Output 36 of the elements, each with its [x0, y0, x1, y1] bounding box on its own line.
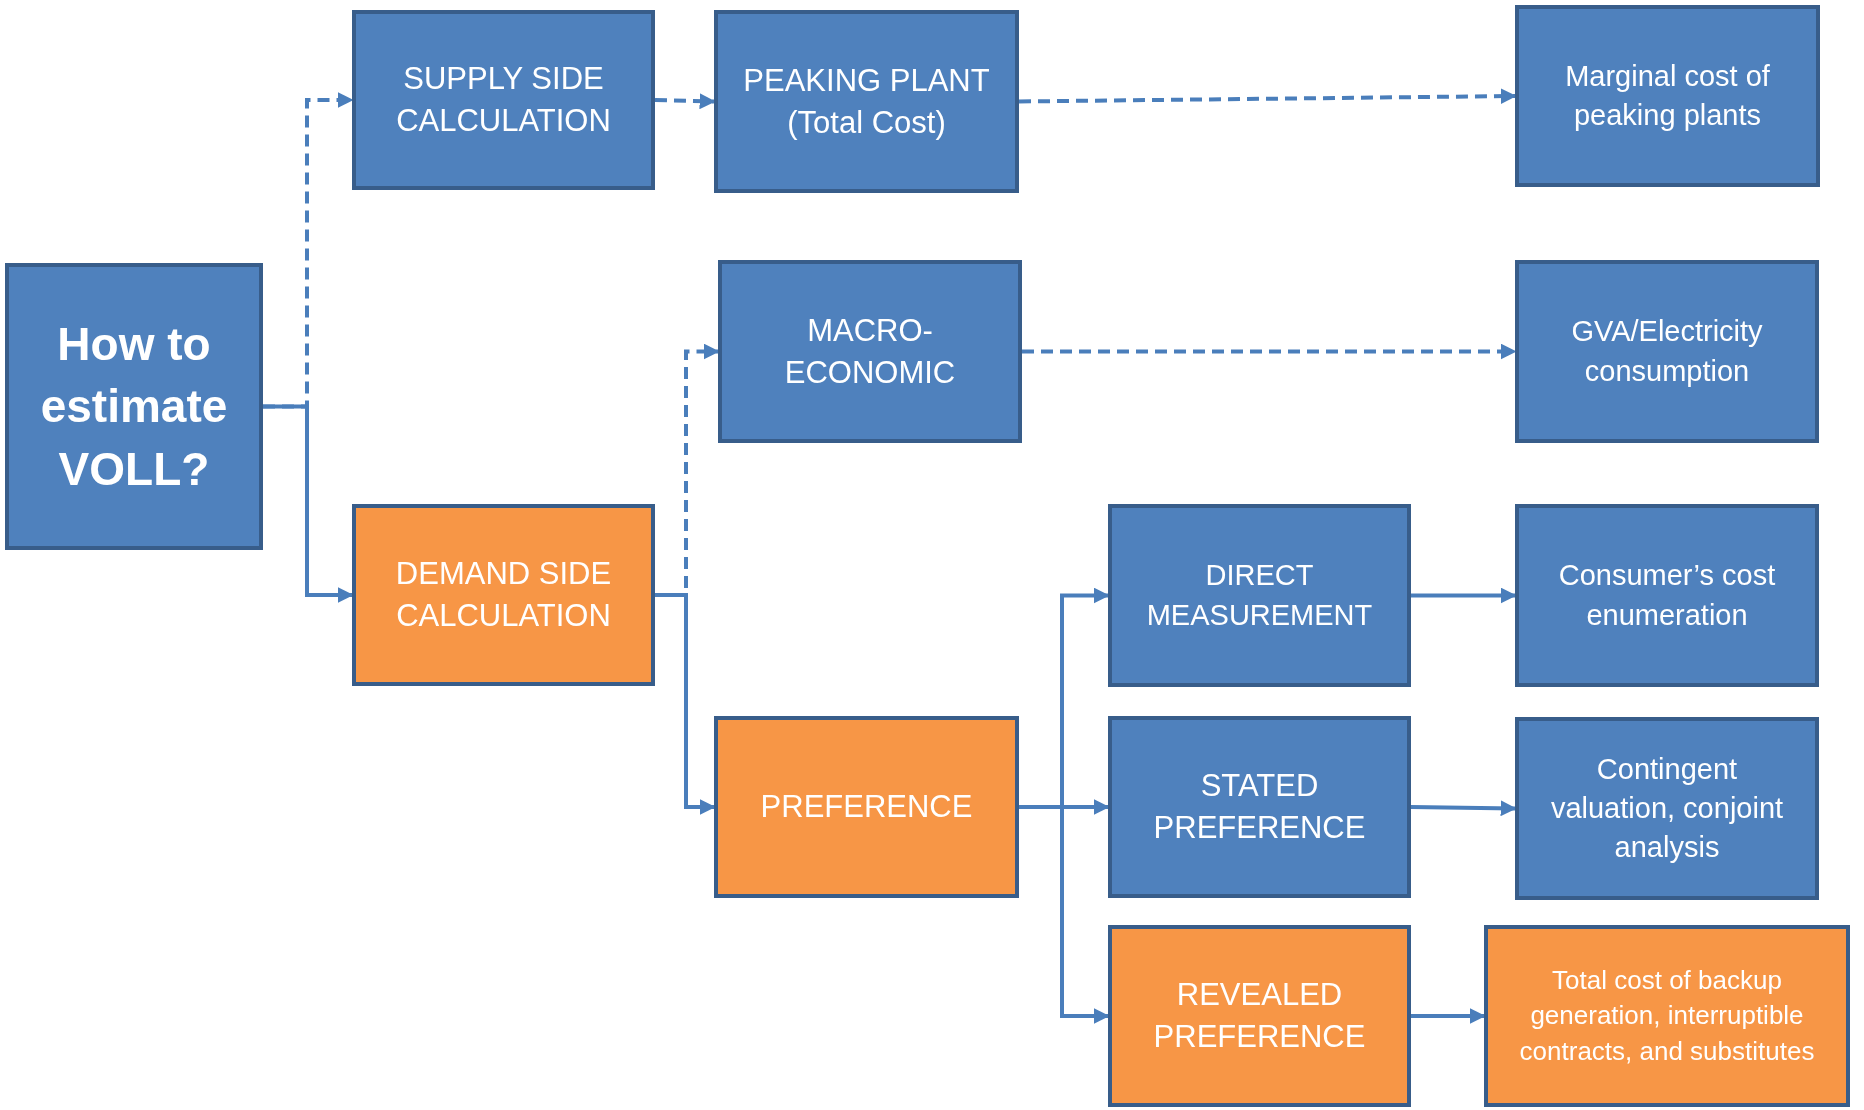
connector-arrow: [655, 593, 716, 815]
process-box: [1515, 260, 1819, 443]
box-label: SUPPLY SIDE CALCULATION: [395, 60, 612, 140]
process-box: [5, 263, 263, 550]
box-label: Contingent valuation, conjoint analysis: [1549, 751, 1785, 866]
process-box: [714, 716, 1019, 898]
process-box: [718, 260, 1022, 443]
process-box: [1515, 504, 1819, 687]
process-box: [1484, 925, 1850, 1107]
box-label: PREFERENCE: [760, 788, 973, 827]
box-label: GVA/Electricity consumption: [1570, 314, 1764, 389]
process-box: [1108, 504, 1411, 687]
process-box: [352, 504, 655, 686]
box-label: REVEALED PREFERENCE: [1152, 976, 1367, 1056]
box-label: Consumer’s cost enumeration: [1557, 558, 1777, 633]
connector-arrow: [1411, 1008, 1486, 1024]
box-label: MACRO-ECONOMIC: [783, 311, 957, 392]
process-box: [1108, 925, 1411, 1107]
process-box: [1108, 716, 1411, 898]
process-box: [714, 10, 1019, 193]
title-text: How to estimate VOLL?: [39, 317, 229, 497]
box-label: DIRECT MEASUREMENT: [1145, 558, 1374, 633]
process-box: [1515, 5, 1820, 187]
connector-arrow: [263, 404, 354, 603]
connector-arrow: [1018, 88, 1517, 105]
connector-arrow: [1022, 343, 1517, 360]
box-label: DEMAND SIDE CALCULATION: [394, 555, 613, 635]
connector-arrow: [1411, 587, 1517, 604]
connector-arrow: [654, 93, 716, 110]
box-label: Total cost of backup generation, interruptible contracts, and substitutes: [1518, 964, 1816, 1068]
process-box: [1515, 717, 1819, 900]
box-label: PEAKING PLANT (Total Cost): [742, 61, 991, 142]
process-box: [352, 10, 655, 190]
connector-arrow: [1410, 800, 1517, 817]
box-label: Marginal cost of peaking plants: [1564, 58, 1771, 133]
box-label: STATED PREFERENCE: [1152, 767, 1367, 847]
